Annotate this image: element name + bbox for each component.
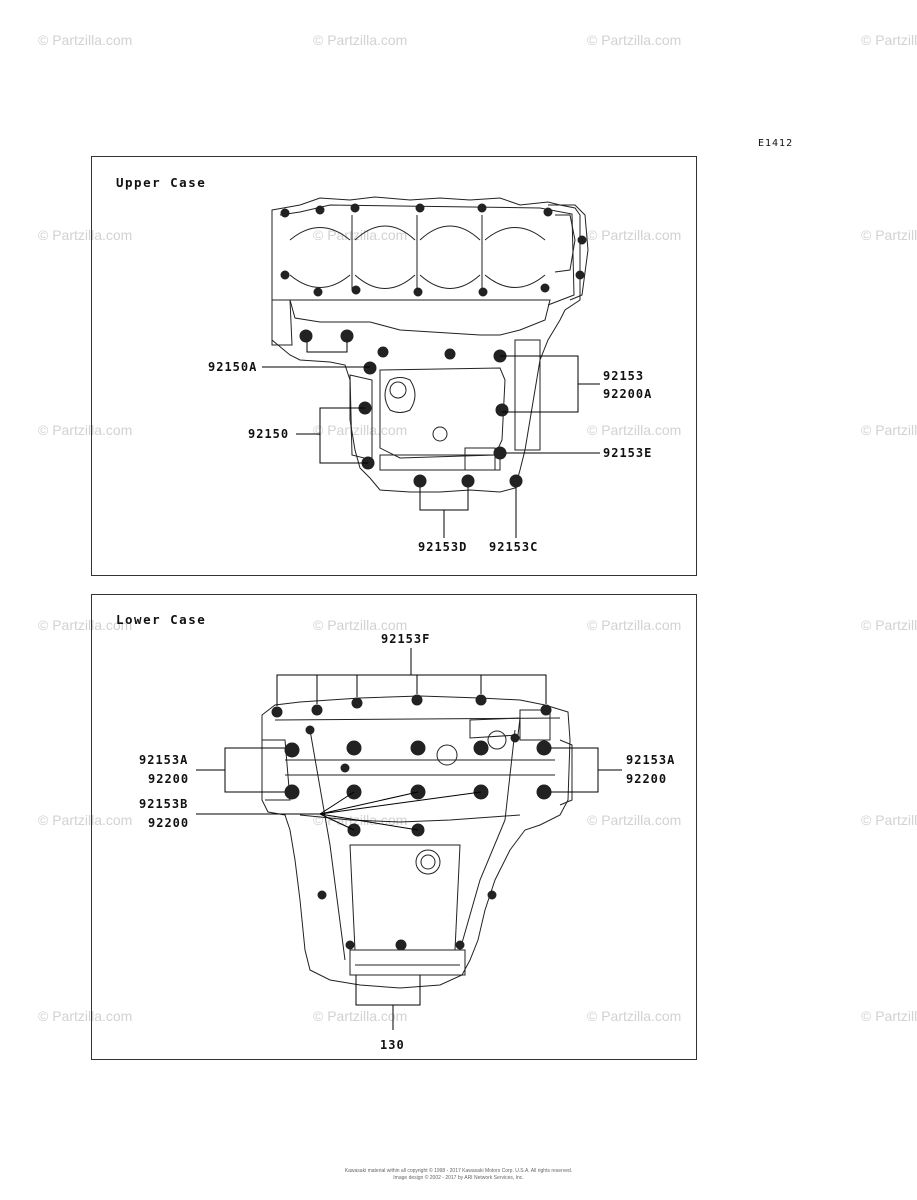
- diagram-code: E1412: [758, 138, 794, 149]
- watermark-text: © Partzilla.com: [587, 422, 682, 438]
- watermark-text: © Partzilla.com: [587, 227, 682, 243]
- upper-case-title: Upper Case: [116, 175, 207, 190]
- label-92200A: 92200A: [603, 387, 653, 401]
- watermark-text: © Partzilla.com: [587, 32, 682, 48]
- upper-case-bolts: [280, 203, 587, 488]
- label-left-92200: 92200: [148, 772, 190, 786]
- watermark-text: © Partzilla.com: [38, 812, 133, 828]
- watermark-text: © Partzilla.com: [587, 1008, 682, 1024]
- watermark-text: © Partzilla.com: [313, 422, 408, 438]
- lower-case-panel: [91, 594, 697, 1060]
- lower-leaders: [196, 648, 622, 1030]
- watermark-text: © Partzilla.com: [38, 422, 133, 438]
- watermark-text: © Partzilla.com: [38, 32, 133, 48]
- watermark-text: © Partzilla.com: [313, 1008, 408, 1024]
- label-92153E: 92153E: [603, 446, 653, 460]
- watermark-text: © Partzilla.com: [861, 617, 917, 633]
- lower-case-outline: [261, 695, 573, 989]
- watermark-text: © Partzilla.com: [587, 812, 682, 828]
- label-92153: 92153: [603, 369, 645, 383]
- copyright-line-1: Kawasaki material within all copyright ©…: [344, 1168, 573, 1174]
- lower-case-title: Lower Case: [116, 612, 207, 627]
- watermark-text: © Partzilla.com: [861, 812, 917, 828]
- upper-case-panel: [91, 156, 697, 576]
- watermark-text: © Partzilla.com: [313, 617, 408, 633]
- label-92150: 92150: [248, 427, 290, 441]
- label-92150A: 92150A: [208, 360, 258, 374]
- watermark-text: © Partzilla.com: [861, 227, 917, 243]
- watermark-text: © Partzilla.com: [313, 32, 408, 48]
- watermark-text: © Partzilla.com: [38, 617, 133, 633]
- watermark-text: © Partzilla.com: [861, 422, 917, 438]
- label-left-92153A: 92153A: [139, 753, 189, 767]
- watermark-text: © Partzilla.com: [38, 227, 133, 243]
- label-92153C: 92153C: [489, 540, 539, 554]
- watermark-text: © Partzilla.com: [861, 32, 917, 48]
- watermark-text: © Partzilla.com: [587, 617, 682, 633]
- label-130: 130: [380, 1038, 405, 1052]
- label-92153B: 92153B: [139, 797, 189, 811]
- upper-leaders: [262, 342, 600, 538]
- label-left-92200-b: 92200: [148, 816, 190, 830]
- label-92153F: 92153F: [381, 632, 431, 646]
- label-right-92200: 92200: [626, 772, 668, 786]
- label-92153D: 92153D: [418, 540, 468, 554]
- copyright-line-2: Image design © 2002 - 2017 by ARI Networ…: [393, 1175, 524, 1181]
- watermark-text: © Partzilla.com: [38, 1008, 133, 1024]
- lower-case-bolts: [271, 694, 552, 951]
- watermark-text: © Partzilla.com: [861, 1008, 917, 1024]
- upper-case-outline: [271, 196, 589, 493]
- label-right-92153A: 92153A: [626, 753, 676, 767]
- copyright-footer: Kawasaki material within all copyright ©…: [300, 1168, 617, 1182]
